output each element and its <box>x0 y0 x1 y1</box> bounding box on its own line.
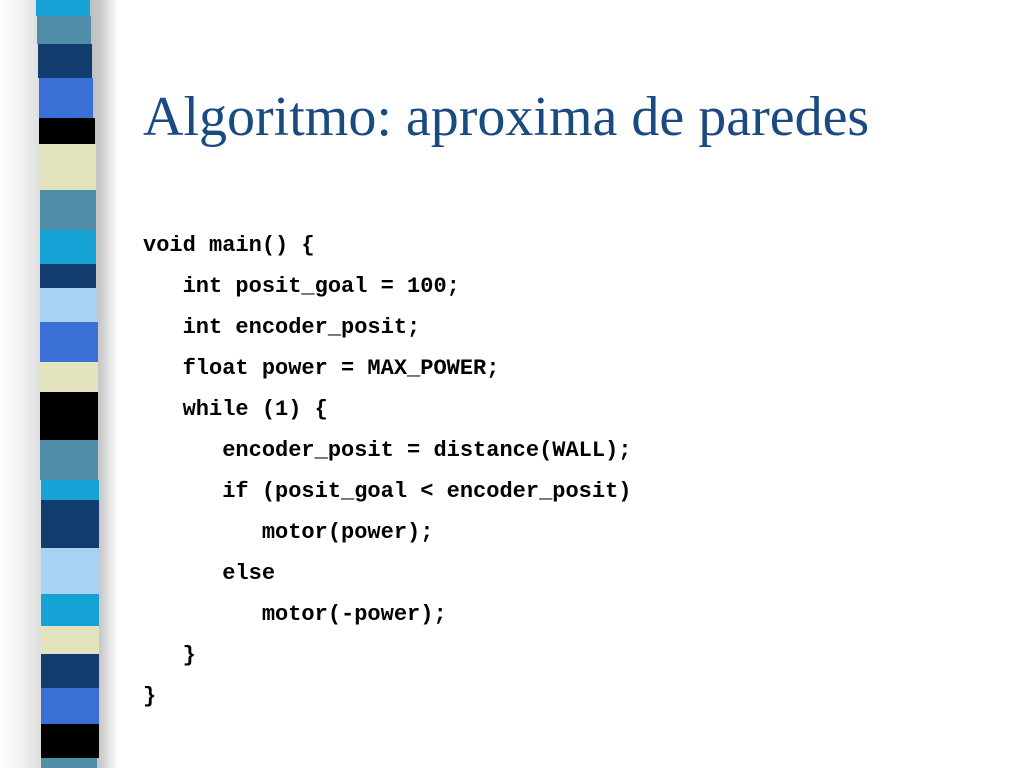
stripe-segment <box>40 190 96 230</box>
stripe-segment <box>41 724 99 758</box>
stripe-segment <box>41 480 99 500</box>
stripe-segment <box>41 654 99 688</box>
stripe-segment <box>40 144 96 190</box>
stripe-segment <box>38 44 92 78</box>
stripe-segment <box>41 626 99 654</box>
code-line: motor(-power); <box>143 602 447 627</box>
code-line: int encoder_posit; <box>143 315 421 340</box>
stripe-segment <box>41 548 99 594</box>
slide-title: Algoritmo: aproxima de paredes <box>143 86 870 148</box>
code-line: } <box>143 643 196 668</box>
code-line: else <box>143 561 276 586</box>
stripe-segment <box>40 362 98 392</box>
code-line: motor(power); <box>143 520 434 545</box>
stripe-segment <box>40 230 96 264</box>
stripe-segment <box>36 0 90 16</box>
stripe-segment <box>41 688 99 724</box>
stripe-segment <box>39 118 95 144</box>
stripe-segment <box>40 322 98 362</box>
stripe-segment <box>40 440 98 480</box>
stripe-segment <box>37 16 91 44</box>
stripe-segment <box>41 758 97 768</box>
code-block: void main() { int posit_goal = 100; int … <box>143 225 631 717</box>
code-line: } <box>143 684 157 709</box>
stripe-segment <box>40 264 96 288</box>
stripe-segment <box>41 500 99 548</box>
code-line: float power = MAX_POWER; <box>143 356 500 381</box>
code-line: void main() { <box>143 233 315 258</box>
code-line: encoder_posit = distance(WALL); <box>143 438 632 463</box>
stripe-segment <box>40 392 98 440</box>
decorative-stripe-bar <box>34 0 99 768</box>
code-line: if (posit_goal < encoder_posit) <box>143 479 632 504</box>
code-line: int posit_goal = 100; <box>143 274 460 299</box>
code-line: while (1) { <box>143 397 328 422</box>
stripe-segment <box>41 594 99 626</box>
stripe-segment <box>39 78 93 118</box>
stripe-segment <box>40 288 98 322</box>
